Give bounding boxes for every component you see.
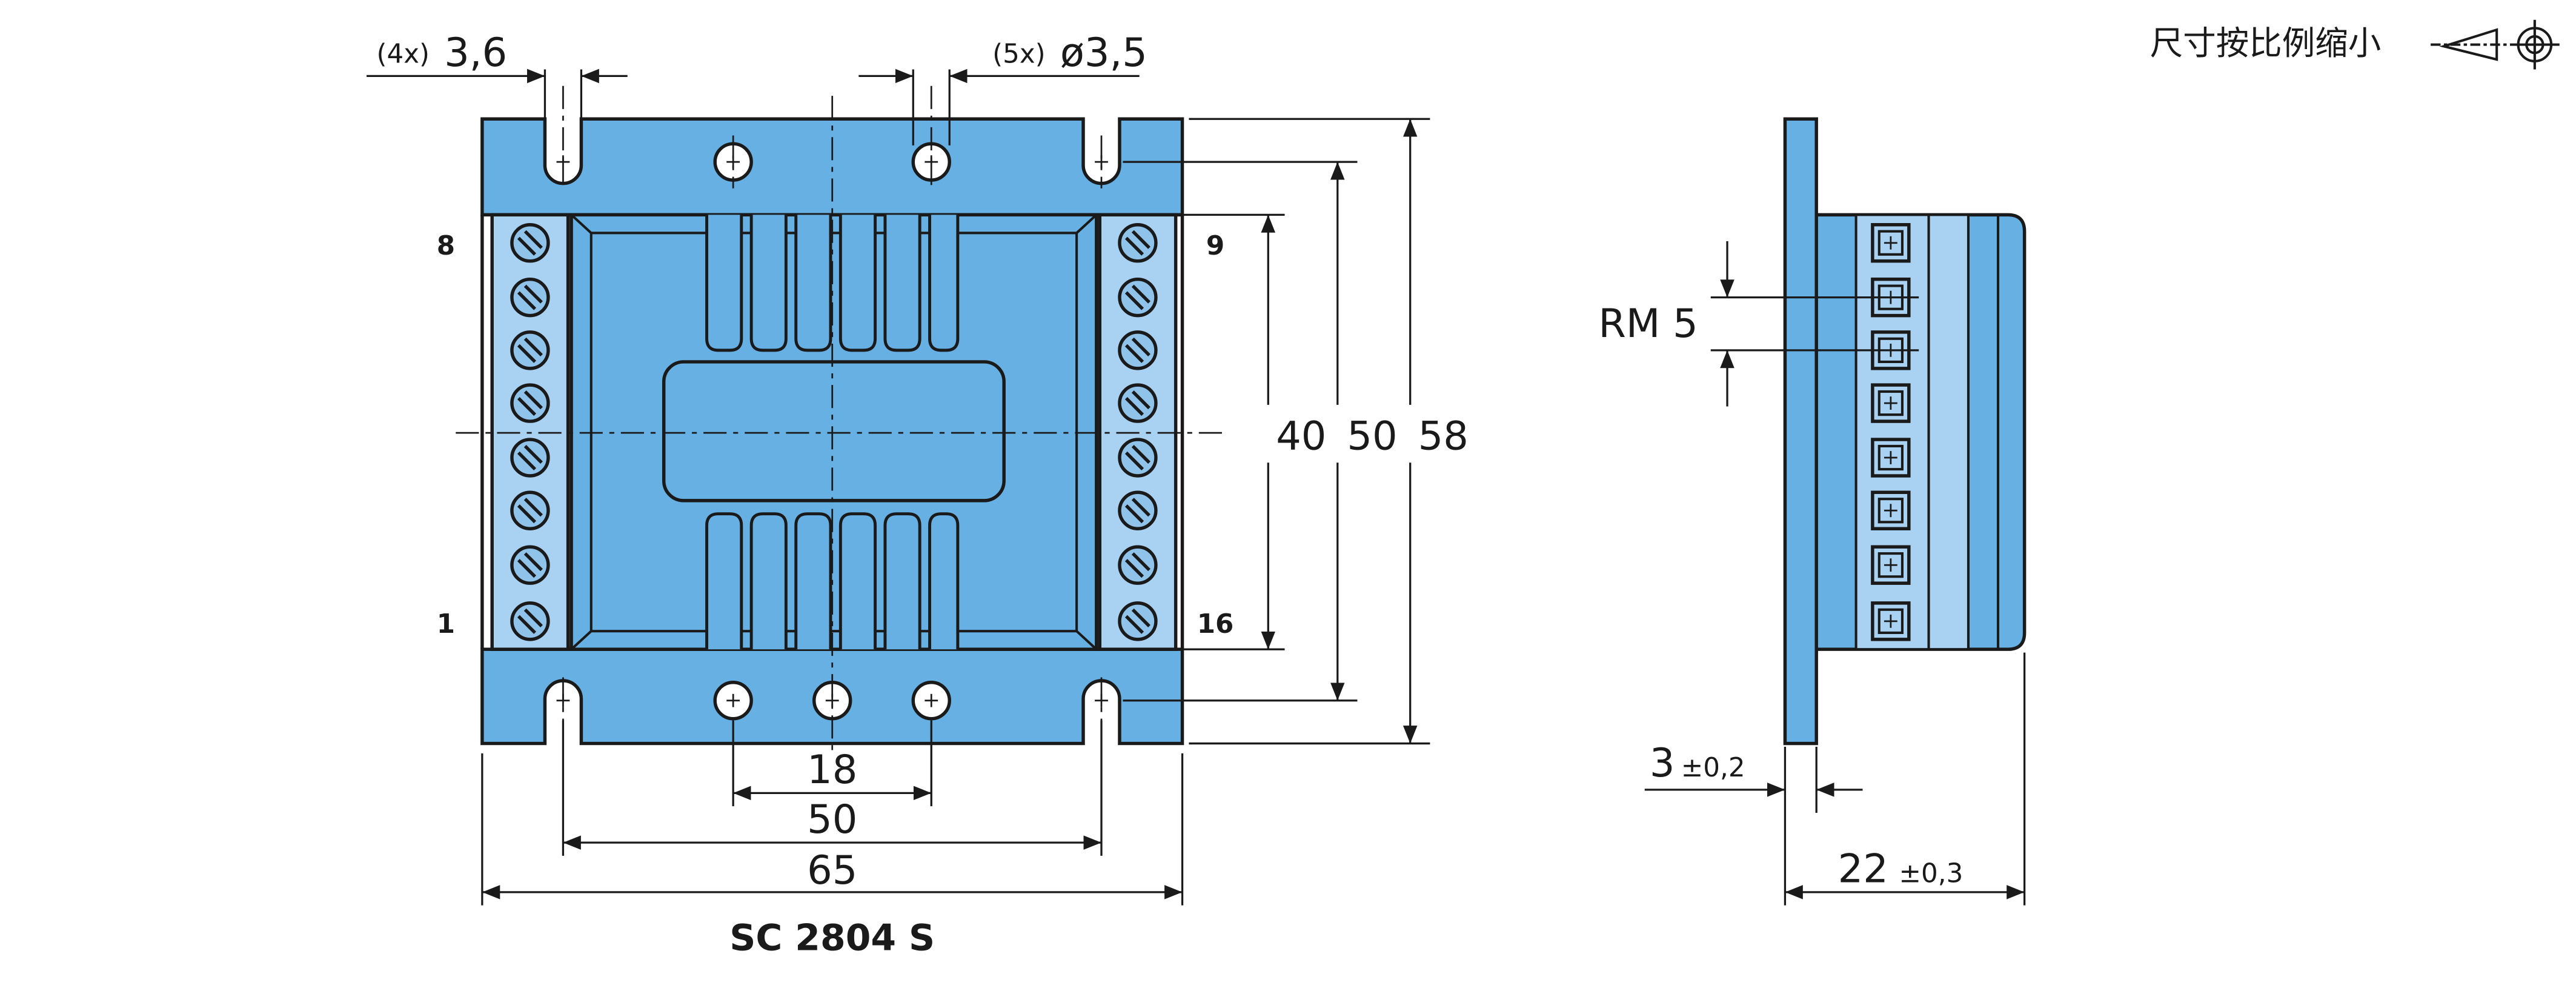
front-view: 8 1 9 16: [437, 85, 1234, 753]
depth-tolerance: ±0,3: [1899, 859, 1963, 889]
projection-note: 尺寸按比例缩小: [2150, 19, 2560, 70]
side-dimension-labels: RM 5 3 ±0,2 22 ±0,3: [1598, 301, 1963, 892]
core-window: [662, 360, 1006, 502]
flange-thickness-value: 3: [1650, 740, 1675, 786]
pitch-label: RM 5: [1598, 301, 1698, 347]
dim-58-label: 58: [1418, 413, 1469, 459]
pin-label-1: 1: [437, 609, 455, 639]
side-flange: [1783, 117, 1818, 746]
hole-count-label: (5x): [992, 39, 1046, 70]
cooling-fins-top: [705, 215, 960, 352]
hole-diameter-label: ø3,5: [1060, 30, 1147, 76]
dim-65-label: 65: [807, 847, 857, 893]
flange-thickness-tolerance: ±0,2: [1681, 753, 1745, 783]
side-view: [1783, 117, 2027, 746]
front-dimension-labels: (4x) 3,6 (5x) ø3,5 40 50 58 18 50 65 SC …: [376, 30, 1468, 959]
front-dimensions: [367, 68, 1430, 906]
side-dimensions: [1644, 241, 2026, 906]
dim-18-label: 18: [807, 747, 857, 793]
pin-label-8: 8: [437, 231, 455, 261]
slot-width-label: 3,6: [444, 30, 507, 76]
dim-40-label: 40: [1276, 413, 1326, 459]
scale-note-text: 尺寸按比例缩小: [2150, 24, 2382, 62]
dim-50-bottom-label: 50: [807, 796, 857, 843]
slot-count-label: (4x): [376, 39, 430, 70]
depth-value: 22: [1838, 846, 1888, 892]
model-label: SC 2804 S: [729, 916, 935, 959]
pin-label-9: 9: [1206, 231, 1224, 261]
cooling-fins-bottom: [705, 512, 960, 650]
projection-symbol-icon: [2431, 19, 2560, 70]
pin-label-16: 16: [1197, 609, 1234, 639]
dim-50-label: 50: [1347, 413, 1397, 459]
